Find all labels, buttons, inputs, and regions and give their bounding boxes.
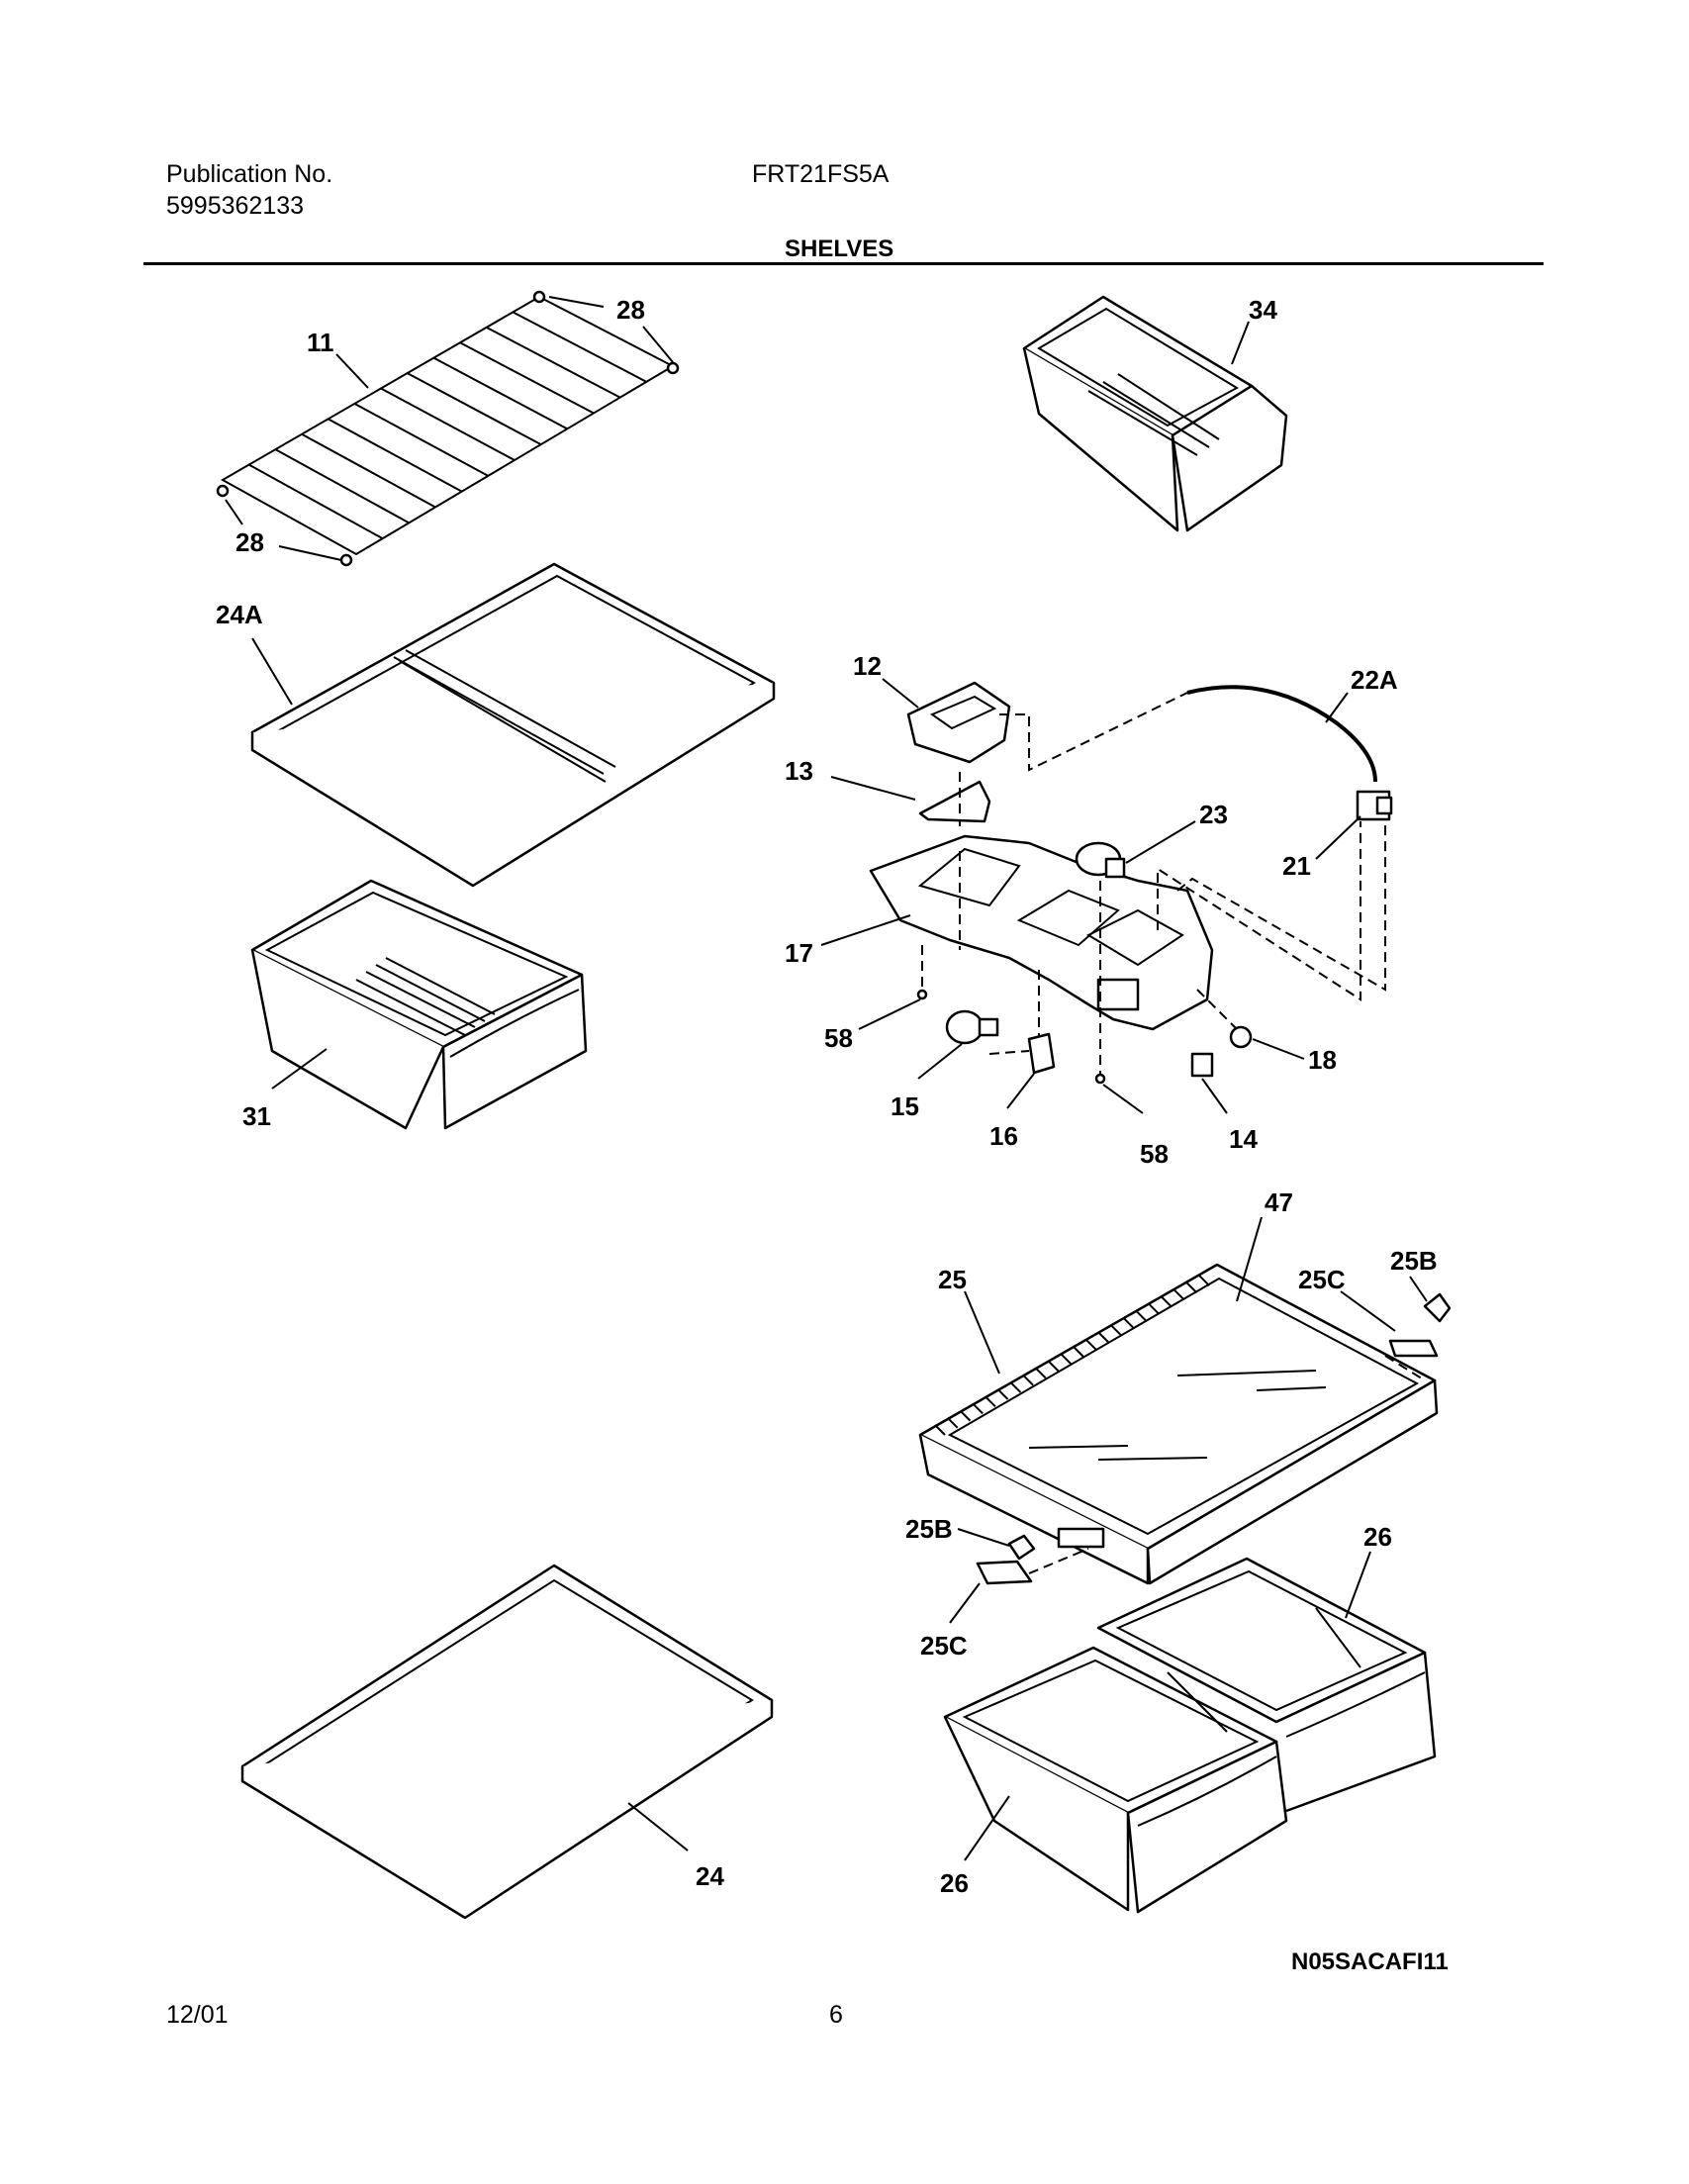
light-housing-17 (869, 834, 1214, 1031)
page-number: 6 (829, 2001, 843, 2029)
callout-12: 12 (853, 651, 882, 681)
callout-28: 28 (235, 527, 264, 557)
leader-lines (225, 296, 1428, 1861)
callout-26: 26 (940, 1868, 969, 1898)
callout-47: 47 (1265, 1187, 1293, 1217)
vent-slot (1173, 1288, 1185, 1301)
callout-11: 11 (307, 328, 334, 357)
vent-slot (1148, 1303, 1161, 1315)
vent-slot (985, 1395, 996, 1407)
callout-25B: 25B (1390, 1246, 1438, 1276)
wire-bar (274, 448, 410, 524)
vent-slot (1123, 1317, 1135, 1329)
vent-slot (1097, 1331, 1110, 1344)
callout-18: 18 (1308, 1045, 1337, 1075)
vent-slot (1009, 1381, 1022, 1393)
figure-code: N05SACAFI11 (1291, 1948, 1449, 1975)
callout-25C: 25C (1298, 1265, 1346, 1294)
callout-34: 34 (1249, 295, 1277, 325)
callout-15: 15 (891, 1092, 919, 1121)
wire-shelf (216, 290, 680, 567)
screws-58 (916, 989, 1106, 1085)
wire-bar (407, 372, 542, 446)
publication-label: Publication No. (166, 160, 333, 188)
bin-34 (1022, 295, 1288, 532)
wire-bar (328, 418, 463, 493)
vent-slot (1185, 1282, 1198, 1294)
footer-date: 12/01 (166, 2001, 229, 2029)
assembly-dashed-lines (921, 692, 1386, 1079)
light-shield-12 (906, 681, 1011, 764)
glass-shelf-24 (240, 1564, 774, 1920)
vent-slot (1110, 1324, 1122, 1337)
knob-18 (1229, 1025, 1253, 1049)
publication-number: 5995362133 (166, 192, 305, 220)
callout-25: 25 (938, 1265, 967, 1294)
vent-slot (1035, 1367, 1047, 1379)
thermostat-23 (1075, 841, 1126, 879)
vent-slot (1085, 1339, 1097, 1351)
model-number: FRT21FS5A (752, 160, 890, 188)
vent-slot (959, 1409, 972, 1422)
vent-slot (972, 1402, 984, 1415)
bracket-13 (918, 780, 991, 823)
wire-bar (486, 326, 621, 399)
callout-21: 21 (1282, 851, 1311, 881)
vent-slot (1060, 1353, 1072, 1365)
callout-22A: 22A (1351, 665, 1398, 695)
glass-shelf-24A (250, 562, 776, 888)
callout-58: 58 (1140, 1139, 1169, 1169)
wire-bar (301, 432, 436, 509)
wire-bar (353, 403, 489, 477)
deli-drawer-31 (250, 879, 588, 1130)
wire-bar (248, 463, 384, 540)
callout-58: 58 (824, 1023, 853, 1053)
vent-slot (1047, 1360, 1060, 1373)
vent-slot (1198, 1275, 1210, 1286)
vent-slot (947, 1417, 959, 1429)
switch-14 (1190, 1052, 1214, 1078)
wire-bar (512, 311, 647, 383)
section-title: SHELVES (785, 236, 894, 262)
callout-24: 24 (696, 1861, 724, 1891)
light-socket-16 (1027, 1032, 1056, 1075)
callout-28: 28 (616, 295, 645, 325)
wire-bar (432, 356, 568, 430)
vent-slot (1073, 1346, 1084, 1358)
vent-slot (934, 1424, 946, 1436)
callout-31: 31 (242, 1101, 271, 1131)
callout-labels: 11 28 28 24A 31 34 12 22A 13 23 21 17 58… (216, 295, 1438, 1898)
callout-26: 26 (1363, 1522, 1392, 1552)
vent-slot (1022, 1375, 1034, 1386)
wire-bar (459, 341, 595, 415)
callout-25C: 25C (920, 1631, 968, 1661)
shelf-hardware-25B-25C (976, 1292, 1452, 1585)
crisper-drawers-26 (943, 1557, 1437, 1914)
vent-slot (1135, 1310, 1148, 1322)
header-rule (143, 262, 1544, 265)
callout-13: 13 (785, 756, 813, 786)
vent-slot (996, 1388, 1009, 1400)
callout-17: 17 (785, 938, 813, 968)
callout-16: 16 (989, 1121, 1018, 1151)
callout-14: 14 (1229, 1124, 1258, 1154)
callout-23: 23 (1199, 800, 1228, 829)
wire-bar (380, 387, 516, 461)
callout-25B: 25B (905, 1514, 953, 1544)
vent-slot (1161, 1296, 1173, 1308)
callout-24A: 24A (216, 600, 263, 629)
wire-harness-22A (1186, 685, 1393, 821)
light-bulb-15 (945, 1009, 999, 1045)
crisper-cover-25 (918, 1263, 1439, 1585)
